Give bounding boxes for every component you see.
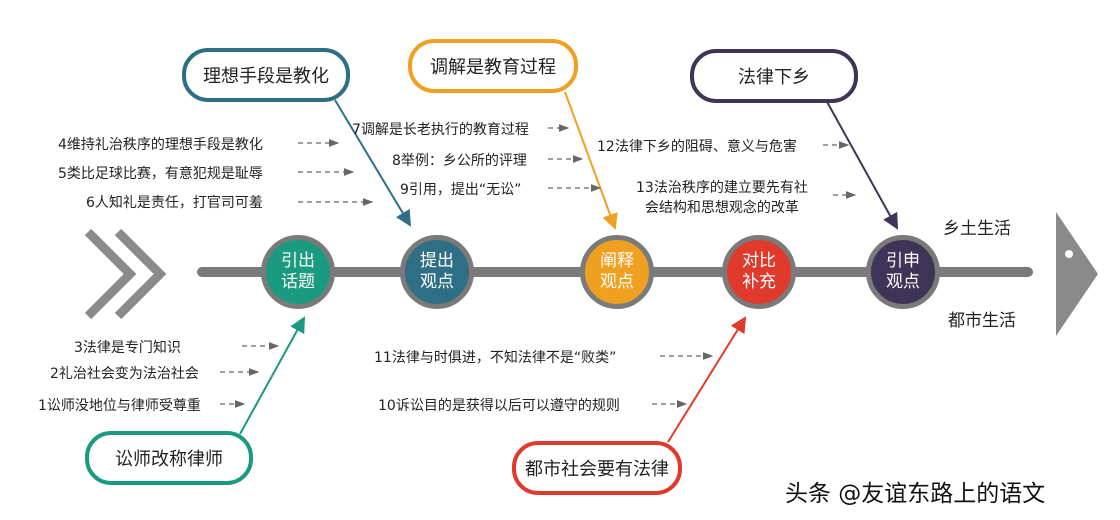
item-1: 1讼师没地位与律师受尊重 <box>38 398 201 414</box>
node-label: 观点 <box>886 272 920 292</box>
box-mediation: 调解是教育过程 <box>408 39 578 93</box>
box-law-to-village: 法律下乡 <box>690 49 858 103</box>
label-rural-life: 乡土生活 <box>943 219 1011 239</box>
node-extend: 引申观点 <box>866 235 940 309</box>
node-label: 提出 <box>420 251 454 271</box>
item-9: 9引用，提出“无讼” <box>400 182 522 198</box>
item-12: 12法律下乡的阻碍、意义与危害 <box>597 139 797 155</box>
node-label: 引申 <box>886 251 920 271</box>
item-11: 11法律与时俱进，不知法律不是“败类” <box>374 350 617 366</box>
item-6: 6人知礼是责任，打官司可羞 <box>86 195 263 211</box>
item-3: 3法律是专门知识 <box>74 340 181 356</box>
chevron-icon <box>84 228 167 320</box>
node-label: 引出 <box>281 251 315 271</box>
node-label: 对比 <box>742 251 776 271</box>
item-4: 4维持礼治秩序的理想手段是教化 <box>58 137 263 153</box>
node-propose: 提出观点 <box>400 235 474 309</box>
node-label: 补充 <box>742 272 776 292</box>
node-label: 话题 <box>281 272 315 292</box>
watermark: 头条 @友谊东路上的语文 <box>785 481 1046 507</box>
node-label: 观点 <box>600 272 634 292</box>
item-10: 10诉讼目的是获得以后可以遵守的规则 <box>378 398 620 414</box>
item-7: 7调解是长老执行的教育过程 <box>352 122 529 138</box>
item-5: 5类比足球比赛，有意犯规是耻辱 <box>58 166 263 182</box>
label-urban-life: 都市生活 <box>948 311 1016 331</box>
box-lawyer: 讼师改称律师 <box>85 431 253 485</box>
node-introduce: 引出话题 <box>261 235 335 309</box>
node-contrast: 对比补充 <box>722 235 796 309</box>
arrow-head-icon <box>1056 212 1098 336</box>
box-urban-law: 都市社会要有法律 <box>512 441 682 495</box>
item-13: 13法治秩序的建立要先有社会结构和思想观念的改革 <box>636 177 808 217</box>
node-label: 阐释 <box>600 251 634 271</box>
box-ideal-means: 理想手段是教化 <box>182 48 350 102</box>
item-13-line1: 13法治秩序的建立要先有社 <box>636 180 808 196</box>
item-2: 2礼治社会变为法治社会 <box>50 366 199 382</box>
node-explain: 阐释观点 <box>580 235 654 309</box>
item-13-line2: 会结构和思想观念的改革 <box>644 200 799 216</box>
node-label: 观点 <box>420 272 454 292</box>
item-8: 8举例：乡公所的评理 <box>392 153 527 169</box>
